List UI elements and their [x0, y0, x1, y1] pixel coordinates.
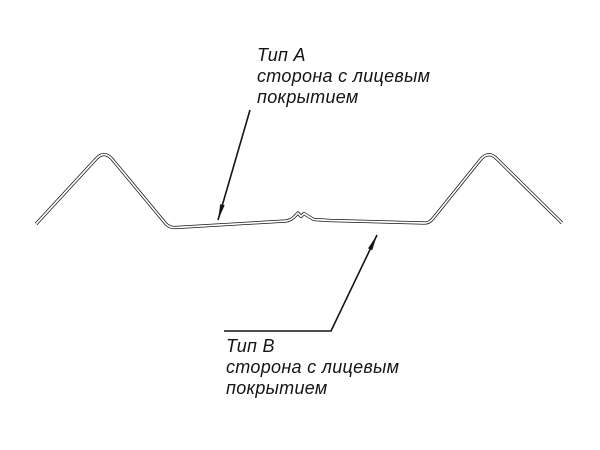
callout-type-a-desc-line2: покрытием	[257, 87, 359, 107]
callout-type-b-title: Тип В	[226, 336, 275, 356]
profile-outline-inner	[35, 153, 563, 229]
callout-type-b-desc-line2: покрытием	[226, 378, 328, 398]
callout-type-a-title: Тип А	[257, 45, 306, 65]
profile-outline-outer	[34, 152, 564, 230]
leader-line-type-b	[224, 234, 378, 332]
callout-type-a-desc-line1: сторона с лицевым	[257, 66, 431, 86]
leader-line-type-a	[217, 109, 251, 221]
callout-type-a: Тип А сторона с лицевым покрытием	[257, 45, 430, 108]
callout-type-b-desc-line1: сторона с лицевым	[226, 357, 400, 377]
callout-type-b: Тип В сторона с лицевым покрытием	[226, 336, 399, 399]
